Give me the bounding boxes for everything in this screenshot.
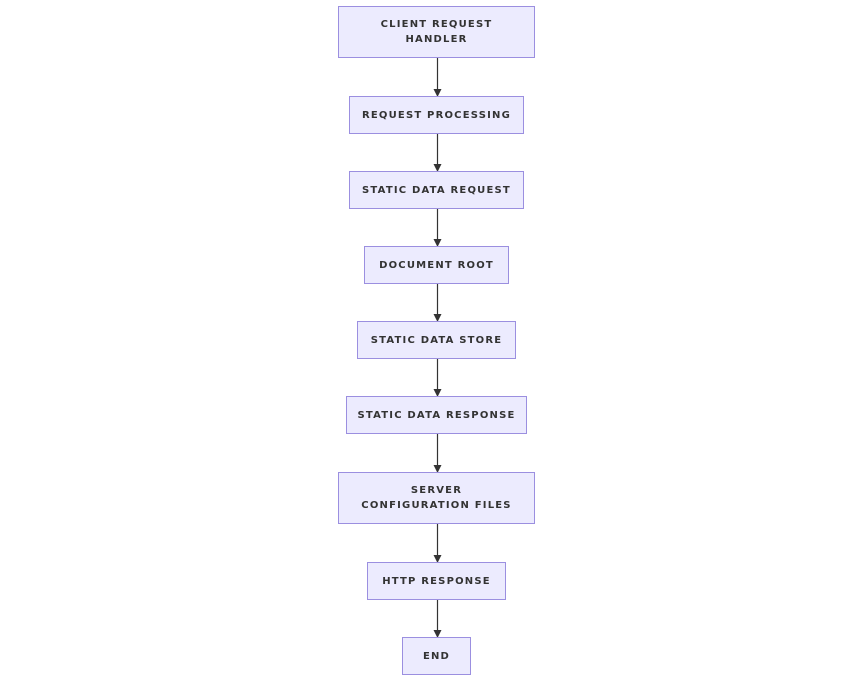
node-client-request-handler: CLIENT REQUEST HANDLER bbox=[338, 6, 535, 58]
node-label: DOCUMENT ROOT bbox=[379, 259, 494, 271]
node-label: REQUEST PROCESSING bbox=[361, 109, 512, 121]
node-static-data-request: STATIC DATA REQUEST bbox=[349, 171, 524, 209]
node-label: SERVER CONFIGURATION FILES bbox=[361, 485, 512, 511]
node-http-response: HTTP RESPONSE bbox=[367, 562, 506, 600]
node-label: STATIC DATA RESPONSE bbox=[357, 409, 516, 421]
node-label: END bbox=[422, 650, 451, 662]
node-static-data-response: STATIC DATA RESPONSE bbox=[346, 396, 527, 434]
node-end: END bbox=[402, 637, 471, 675]
node-label: CLIENT REQUEST HANDLER bbox=[380, 19, 493, 45]
node-label: STATIC DATA REQUEST bbox=[362, 184, 511, 196]
node-document-root: DOCUMENT ROOT bbox=[364, 246, 509, 284]
node-label: HTTP RESPONSE bbox=[382, 575, 491, 587]
node-server-configuration-files: SERVER CONFIGURATION FILES bbox=[338, 472, 535, 524]
node-label: STATIC DATA STORE bbox=[370, 334, 503, 346]
node-request-processing: REQUEST PROCESSING bbox=[349, 96, 524, 134]
node-static-data-store: STATIC DATA STORE bbox=[357, 321, 516, 359]
